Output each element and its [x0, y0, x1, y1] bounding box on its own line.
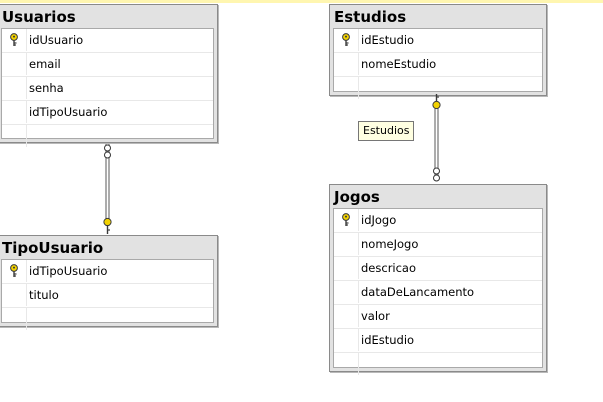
table-tipousuario[interactable]: TipoUsuario idTipoUsuario titulo — [0, 235, 218, 330]
infinity-icon — [104, 144, 111, 159]
column-name: idTipoUsuario — [29, 264, 108, 278]
column-row-idusuario[interactable]: idUsuario — [2, 29, 213, 53]
column-name: nomeJogo — [361, 237, 419, 251]
infinity-icon — [433, 167, 440, 182]
column-name: email — [29, 57, 61, 71]
row-selector — [334, 77, 359, 99]
row-selector — [2, 125, 27, 147]
key-icon — [432, 94, 441, 110]
row-selector — [2, 77, 27, 99]
row-selector — [334, 329, 359, 351]
column-row-empty[interactable] — [2, 125, 213, 148]
column-row-empty[interactable] — [334, 353, 542, 376]
column-row-idtipousuario[interactable]: idTipoUsuario — [2, 260, 213, 284]
key-icon — [2, 260, 27, 282]
table-title: Jogos — [334, 188, 380, 206]
column-row-email[interactable]: email — [2, 53, 213, 77]
column-row-idtipousuario[interactable]: idTipoUsuario — [2, 101, 213, 125]
key-icon — [334, 29, 359, 51]
column-row-idestudio[interactable]: idEstudio — [334, 29, 542, 53]
column-name: idEstudio — [361, 333, 415, 347]
relationship-usuarios-tipousuario[interactable] — [100, 140, 116, 236]
row-selector — [334, 305, 359, 327]
table-jogos[interactable]: Jogos idJogo nomeJogo descricao dataDeLa… — [329, 184, 547, 375]
column-row-empty[interactable] — [2, 308, 213, 331]
column-row-valor[interactable]: valor — [334, 305, 542, 329]
key-icon — [103, 217, 112, 234]
column-row-idjogo[interactable]: idJogo — [334, 209, 542, 233]
row-selector — [2, 53, 27, 75]
column-grid: idJogo nomeJogo descricao dataDeLancamen… — [333, 208, 543, 375]
column-name: descricao — [361, 261, 417, 275]
row-selector — [334, 353, 359, 375]
relationship-label: Estudios — [358, 121, 415, 141]
column-name: senha — [29, 81, 64, 95]
column-grid: idEstudio nomeEstudio — [333, 28, 543, 99]
column-row-idestudio[interactable]: idEstudio — [334, 329, 542, 353]
column-row-empty[interactable] — [334, 77, 542, 100]
column-name: idUsuario — [29, 33, 84, 47]
column-row-datadelancamento[interactable]: dataDeLancamento — [334, 281, 542, 305]
column-row-titulo[interactable]: titulo — [2, 284, 213, 308]
row-selector — [2, 101, 27, 123]
relationship-estudios-jogos[interactable] — [429, 93, 445, 185]
table-title: TipoUsuario — [2, 239, 104, 257]
top-accent-line — [0, 0, 603, 3]
row-selector — [334, 233, 359, 255]
table-title: Estudios — [334, 8, 407, 26]
column-row-descricao[interactable]: descricao — [334, 257, 542, 281]
column-name: valor — [361, 309, 390, 323]
column-name: idJogo — [361, 213, 397, 227]
column-name: titulo — [29, 288, 59, 302]
table-usuarios[interactable]: Usuarios idUsuario email senha idTipoUsu… — [0, 4, 218, 147]
key-icon — [334, 209, 359, 231]
row-selector — [2, 284, 27, 306]
key-icon — [2, 29, 27, 51]
column-grid: idTipoUsuario titulo — [1, 259, 214, 330]
column-name: idEstudio — [361, 33, 415, 47]
column-row-senha[interactable]: senha — [2, 77, 213, 101]
column-name: dataDeLancamento — [361, 285, 475, 299]
column-name: idTipoUsuario — [29, 105, 108, 119]
column-name: nomeEstudio — [361, 57, 437, 71]
table-estudios[interactable]: Estudios idEstudio nomeEstudio — [329, 4, 547, 99]
column-row-nomejogo[interactable]: nomeJogo — [334, 233, 542, 257]
row-selector — [2, 308, 27, 330]
row-selector — [334, 281, 359, 303]
table-title: Usuarios — [2, 8, 76, 26]
row-selector — [334, 53, 359, 75]
row-selector — [334, 257, 359, 279]
column-row-nomeestudio[interactable]: nomeEstudio — [334, 53, 542, 77]
column-grid: idUsuario email senha idTipoUsuario — [1, 28, 214, 147]
